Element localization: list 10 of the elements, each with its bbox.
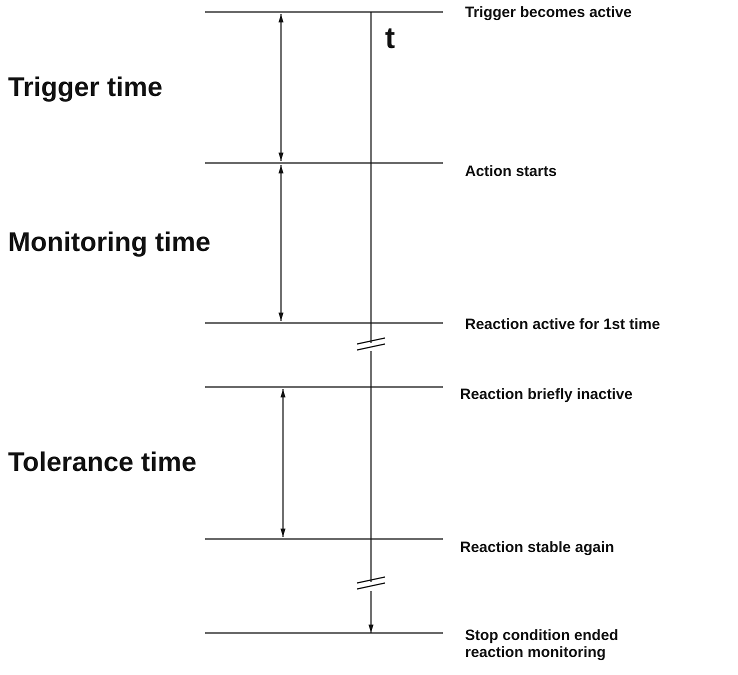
interval-label: Monitoring time [8, 227, 210, 258]
event-label: Action starts [465, 163, 557, 180]
event-label: Trigger becomes active [465, 4, 632, 21]
axis-label: t [385, 22, 395, 56]
event-label: Stop condition ended reaction monitoring [465, 627, 620, 661]
interval-label: Trigger time [8, 72, 163, 103]
event-label: Reaction briefly inactive [460, 386, 633, 403]
event-label: Reaction active for 1st time [465, 316, 660, 333]
interval-label: Tolerance time [8, 447, 197, 478]
event-label: Reaction stable again [460, 539, 614, 556]
